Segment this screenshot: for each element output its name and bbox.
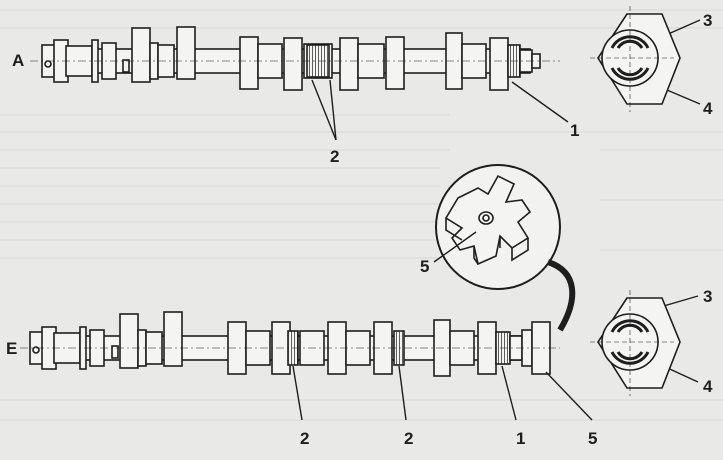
row-label-top: A xyxy=(12,51,25,70)
callout-bottom-2b: 2 xyxy=(404,429,414,448)
camshaft-top xyxy=(41,26,541,91)
leaders-top xyxy=(311,19,701,141)
end-view-bottom xyxy=(590,290,681,396)
row-label-bottom: E xyxy=(6,339,18,358)
detail-connector xyxy=(546,259,576,332)
cam-lobe-top xyxy=(239,36,259,90)
cam-lobe-top xyxy=(339,37,359,91)
callout-bottom-3: 3 xyxy=(703,287,713,306)
callout-top-4: 4 xyxy=(703,99,713,118)
background-texture xyxy=(0,9,723,421)
cam-lobe-top xyxy=(385,36,405,90)
callout-top-2: 2 xyxy=(330,147,340,166)
key-detail xyxy=(444,174,532,266)
camshaft-bottom xyxy=(29,311,551,377)
callout-bottom-2a: 2 xyxy=(300,429,310,448)
callout-bottom-4: 4 xyxy=(703,377,713,396)
cam-lobe-bottom xyxy=(119,313,139,369)
cam-lobe-top xyxy=(131,27,151,83)
callout-bottom-1: 1 xyxy=(516,429,526,448)
callout-bottom-5: 5 xyxy=(588,429,598,448)
cam-lobe-top xyxy=(489,37,509,91)
callout-detail-5: 5 xyxy=(420,257,430,276)
cam-lobe-top xyxy=(176,26,196,80)
callout-top-3: 3 xyxy=(703,11,713,30)
end-view-top xyxy=(590,6,681,112)
callout-top-1: 1 xyxy=(570,121,580,140)
cam-lobe-top xyxy=(283,37,303,91)
cam-lobe-bottom xyxy=(163,311,183,367)
detail-zoom-circle xyxy=(433,164,561,290)
